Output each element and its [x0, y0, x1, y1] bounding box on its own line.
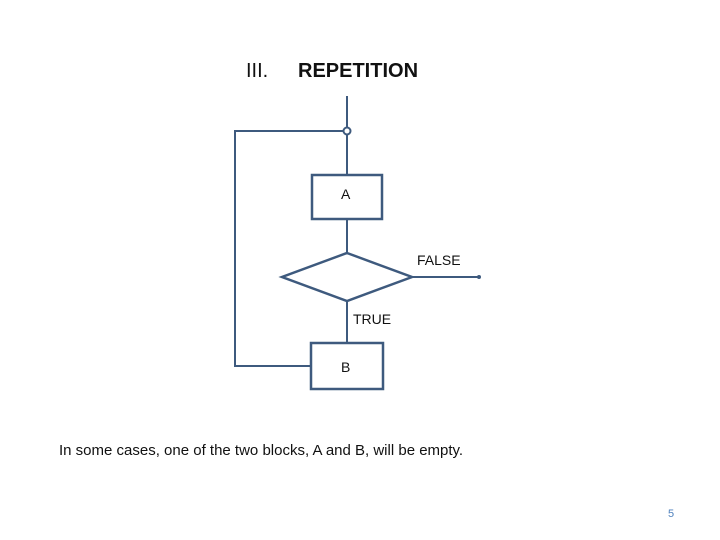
block-b-label: B — [341, 359, 351, 375]
page-number: 5 — [668, 508, 675, 520]
false-label: FALSE — [417, 252, 461, 268]
junction-node — [342, 126, 352, 136]
decision-diamond — [278, 251, 416, 303]
slide-title: REPETITION — [298, 60, 419, 82]
caption-text: In some cases, one of the two blocks, A … — [59, 442, 464, 459]
block-a — [310, 173, 384, 221]
false-exit-endpoint — [477, 275, 481, 279]
block-b — [309, 341, 385, 391]
loop-back-connector — [234, 130, 343, 367]
block-a-label: A — [341, 186, 351, 202]
true-label: TRUE — [353, 311, 392, 327]
title-number: III. — [246, 60, 269, 82]
